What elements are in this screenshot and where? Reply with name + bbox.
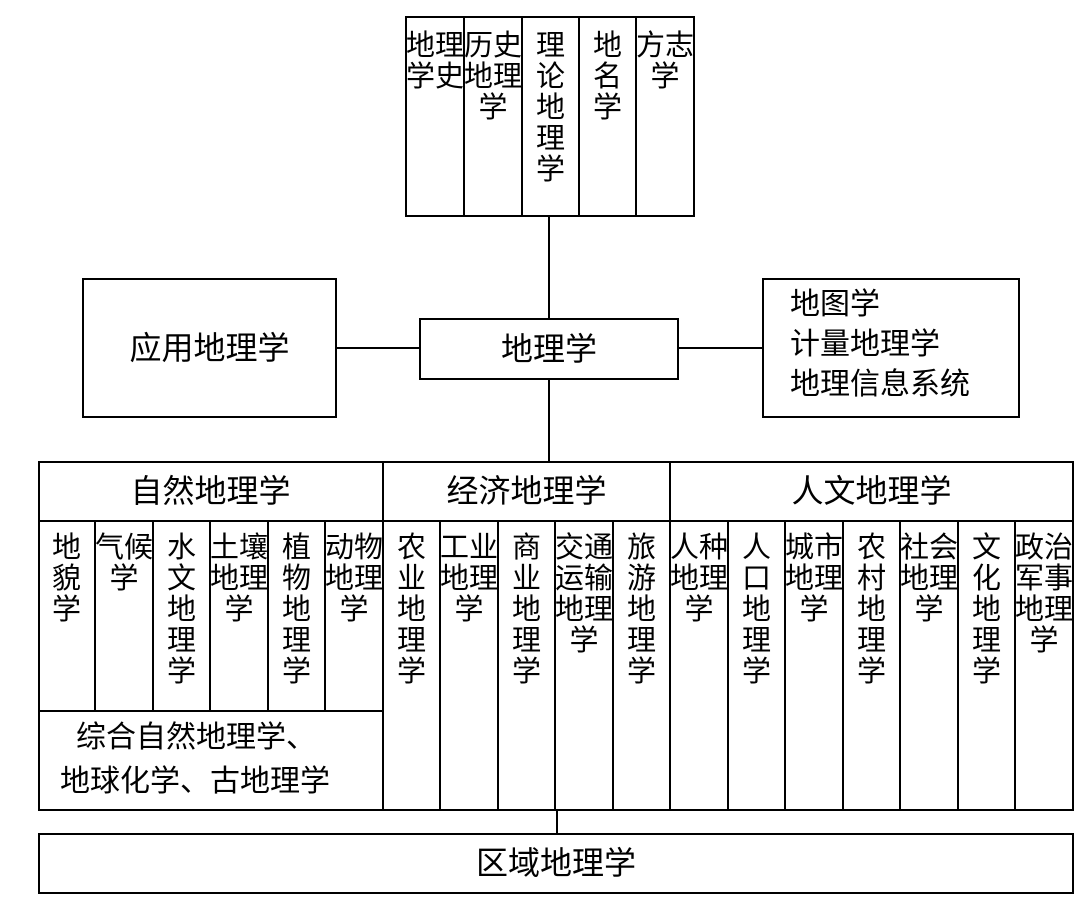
natural-item-soil-geography: 土壤地理学 bbox=[210, 530, 269, 626]
natural-item-hydrogeography: 水文地理学 bbox=[166, 530, 196, 688]
top-branches-box bbox=[405, 16, 695, 217]
human-item-rural-geography: 农村地理学 bbox=[856, 530, 886, 688]
top-branch-toponymy: 地名学 bbox=[592, 28, 622, 124]
human-item-cultural-geography: 文化地理学 bbox=[971, 530, 1001, 688]
natural-footer: 综合自然地理学、 地球化学、古地理学 bbox=[38, 716, 383, 810]
top-branch-history-of-geography: 地理学史 bbox=[406, 28, 465, 93]
natural-item-geomorphology: 地貌学 bbox=[51, 530, 81, 626]
economic-item-agricultural-geography: 农业地理学 bbox=[396, 530, 426, 688]
human-item-social-geography: 社会地理学 bbox=[900, 530, 959, 626]
top-branch-theoretical-geography: 理论地理学 bbox=[535, 28, 565, 186]
human-item-urban-geography: 城市地理学 bbox=[785, 530, 844, 626]
techniques-item-gis: 地理信息系统 bbox=[790, 367, 970, 402]
economic-geography-title: 经济地理学 bbox=[446, 472, 607, 511]
geography-center-label: 地理学 bbox=[500, 329, 597, 368]
techniques-item-quantitative-geography: 计量地理学 bbox=[790, 327, 940, 362]
top-branch-local-chronicles: 方志学 bbox=[636, 28, 695, 93]
regional-geography-box bbox=[38, 833, 1074, 894]
human-item-political-military-geography: 政治军事地理学 bbox=[1015, 530, 1074, 657]
natural-item-climatology: 气候学 bbox=[95, 530, 154, 595]
techniques-box bbox=[762, 278, 1020, 418]
human-item-population-geography: 人口地理学 bbox=[741, 530, 771, 688]
techniques-list: 地图学 计量地理学 地理信息系统 bbox=[790, 285, 970, 405]
human-geography-title: 人文地理学 bbox=[791, 472, 952, 511]
economic-item-tourism-geography: 旅游地理学 bbox=[626, 530, 656, 688]
natural-item-animal-geography: 动物地理学 bbox=[325, 530, 384, 626]
natural-item-plant-geography: 植物地理学 bbox=[281, 530, 311, 688]
economic-item-commercial-geography: 商业地理学 bbox=[511, 530, 541, 688]
natural-geography-title: 自然地理学 bbox=[130, 472, 291, 511]
human-item-ethnogeography: 人种地理学 bbox=[670, 530, 729, 626]
regional-geography-label: 区域地理学 bbox=[475, 844, 636, 883]
top-branch-historical-geography: 历史地理学 bbox=[464, 28, 523, 124]
natural-footer-line-1: 综合自然地理学、 bbox=[76, 720, 316, 755]
applied-geography-label: 应用地理学 bbox=[129, 328, 290, 367]
economic-item-transport-geography: 交通运输地理学 bbox=[555, 530, 614, 657]
geography-center-box bbox=[419, 318, 679, 380]
natural-footer-line-2: 地球化学、古地理学 bbox=[60, 764, 330, 799]
economic-item-industrial-geography: 工业地理学 bbox=[440, 530, 499, 626]
applied-geography-box bbox=[82, 278, 337, 418]
techniques-item-cartography: 地图学 bbox=[790, 287, 880, 322]
